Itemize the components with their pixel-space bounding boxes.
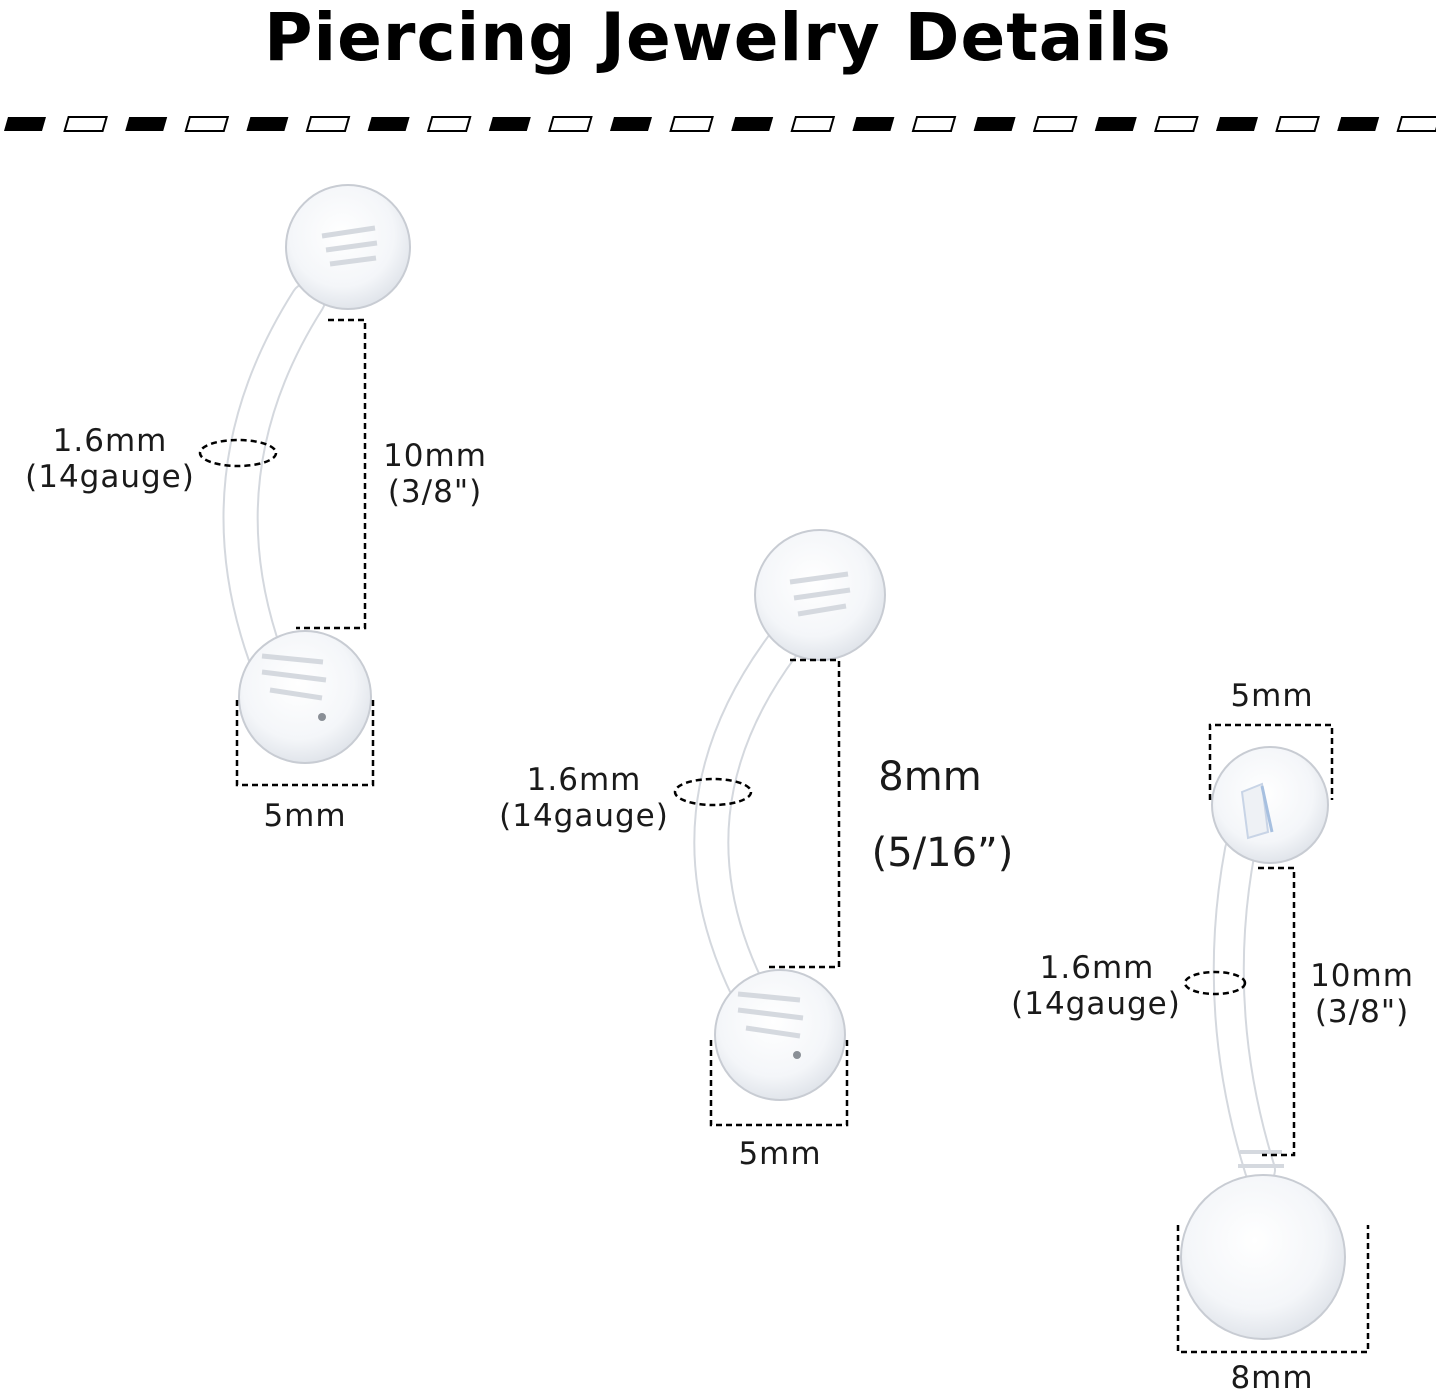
top-ball [1211, 746, 1329, 864]
dash-outline [911, 116, 957, 132]
item1-gauge-label: (14gauge) [25, 459, 195, 495]
item2-length-in-label: (5/16”) [871, 830, 1014, 876]
dash-filled [1337, 117, 1380, 131]
item1-ball-size-label: 5mm [263, 798, 347, 834]
bottom-ball-bracket [1176, 1225, 1370, 1354]
dash-filled [852, 117, 895, 131]
item3-top-ball-size-label: 5mm [1230, 678, 1314, 714]
dash-outline [1032, 116, 1078, 132]
dash-outline [790, 116, 836, 132]
dash-filled [488, 117, 531, 131]
item3-gauge-mm-label: 1.6mm [1039, 950, 1155, 986]
item1-gauge-mm-label: 1.6mm [52, 423, 168, 459]
dash-filled [246, 117, 289, 131]
barbell-1 [198, 184, 411, 787]
gauge-ring [1183, 970, 1247, 996]
gauge-ring [673, 777, 753, 807]
item3-bottom-ball-size-label: 8mm [1230, 1360, 1314, 1396]
length-bracket [766, 658, 841, 969]
dash-filled [610, 117, 652, 131]
gauge-ring [198, 438, 278, 468]
length-bracket [296, 318, 367, 630]
dash-filled [4, 117, 46, 131]
dash-outline [184, 116, 230, 132]
belly-ring-3 [1176, 723, 1370, 1354]
item2-gauge-mm-label: 1.6mm [526, 762, 642, 798]
dashed-divider [4, 116, 1436, 132]
item2-ball-size-label: 5mm [738, 1136, 822, 1172]
dash-outline [305, 116, 351, 132]
item3-length-mm-label: 10mm [1310, 958, 1414, 994]
item3-length-in-label: (3/8") [1314, 994, 1410, 1030]
dash-filled [1216, 117, 1258, 131]
dash-filled [125, 117, 168, 131]
dash-outline [426, 116, 472, 132]
item3-gauge-label: (14gauge) [1011, 986, 1181, 1022]
ball-bracket [235, 700, 375, 787]
dash-outline [669, 116, 714, 132]
ball-bracket [709, 1040, 849, 1127]
dash-filled [367, 117, 410, 131]
item1-length-mm-label: 10mm [383, 438, 487, 474]
dash-filled [731, 117, 774, 131]
bottom-ball [1180, 1174, 1346, 1340]
item2-gauge-label: (14gauge) [499, 798, 669, 834]
top-ball-bracket [1208, 723, 1334, 800]
item2-length-mm-label: 8mm [878, 754, 982, 800]
barbell-2 [673, 529, 886, 1127]
dash-outline [548, 116, 593, 132]
dash-outline [1275, 116, 1320, 132]
item1-length-in-label: (3/8") [387, 474, 483, 510]
dash-filled [973, 117, 1016, 131]
dash-outline [1154, 116, 1199, 132]
dash-outline [63, 116, 108, 132]
length-bracket [1258, 866, 1296, 1157]
page-title: Piercing Jewelry Details [264, 0, 1172, 76]
dash-filled [1094, 117, 1137, 131]
